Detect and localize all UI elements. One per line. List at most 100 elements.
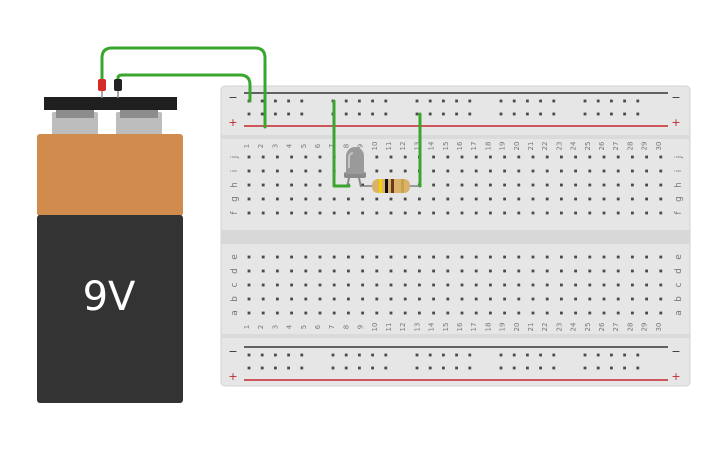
row-label: g: [230, 196, 240, 202]
breadboard-hole: [460, 169, 464, 173]
battery-body: [37, 215, 183, 403]
breadboard-hole: [332, 211, 336, 215]
breadboard-hole: [631, 211, 634, 215]
breadboard-hole: [659, 311, 663, 315]
breadboard-hole: [361, 311, 364, 315]
breadboard-hole: [503, 197, 506, 201]
breadboard-hole: [531, 197, 535, 201]
breadboard-hole: [552, 99, 556, 103]
breadboard-hole: [539, 99, 542, 103]
breadboard-hole: [545, 269, 549, 273]
breadboard-hole: [623, 99, 626, 103]
breadboard-hole: [276, 269, 279, 273]
breadboard-hole: [474, 269, 478, 273]
breadboard-hole: [588, 297, 592, 301]
column-number: 1: [243, 325, 251, 329]
battery-terminal-right-ring: [120, 110, 158, 118]
breadboard-hole: [375, 297, 379, 301]
wires: [100, 46, 422, 188]
breadboard-hole: [418, 311, 421, 315]
breadboard-hole: [247, 255, 251, 259]
breadboard-hole: [583, 366, 587, 370]
breadboard-hole: [468, 112, 472, 116]
breadboard-hole: [446, 155, 450, 159]
row-label: b: [674, 296, 684, 302]
breadboard-hole: [276, 169, 279, 173]
breadboard-hole: [304, 269, 308, 273]
breadboard-hole: [361, 255, 364, 259]
breadboard-hole: [474, 155, 478, 159]
breadboard-hole: [503, 269, 506, 273]
breadboard-hole: [474, 255, 478, 259]
breadboard[interactable]: −−++−−++11223344556677889910101111121213…: [220, 85, 691, 387]
breadboard-hole: [403, 169, 407, 173]
wire-battery-negative[interactable]: [116, 73, 252, 103]
breadboard-hole: [560, 255, 563, 259]
breadboard-hole: [460, 269, 464, 273]
breadboard-hole: [274, 99, 277, 103]
breadboard-hole: [361, 183, 364, 187]
breadboard-hole: [318, 269, 322, 273]
breadboard-hole: [304, 311, 308, 315]
column-number: 5: [300, 325, 308, 329]
column-number: 2: [257, 144, 265, 148]
breadboard-hole: [499, 112, 503, 116]
breadboard-hole: [375, 269, 379, 273]
breadboard-hole: [318, 297, 322, 301]
breadboard-hole: [645, 297, 648, 301]
breadboard-hole: [344, 366, 348, 370]
column-number: 20: [513, 323, 521, 332]
breadboard-hole: [389, 255, 393, 259]
breadboard-hole: [503, 211, 506, 215]
led[interactable]: [344, 147, 366, 188]
wire-battery-positive[interactable]: [100, 46, 267, 129]
breadboard-hole: [276, 311, 279, 315]
breadboard-hole: [531, 183, 535, 187]
breadboard-hole: [539, 366, 542, 370]
breadboard-hole: [588, 269, 592, 273]
breadboard-hole: [659, 183, 663, 187]
breadboard-hole: [588, 183, 592, 187]
breadboard-hole: [552, 112, 556, 116]
column-number: 9: [357, 144, 365, 148]
row-label: b: [230, 296, 240, 302]
breadboard-hole: [574, 169, 577, 173]
column-number: 14: [428, 141, 436, 150]
breadboard-hole: [474, 197, 478, 201]
breadboard-hole: [474, 211, 478, 215]
breadboard-hole: [261, 311, 265, 315]
rail-sign-plus: +: [671, 116, 680, 129]
breadboard-hole: [602, 297, 606, 301]
wire-rail-to-led[interactable]: [332, 99, 351, 188]
breadboard-hole: [331, 366, 335, 370]
breadboard-hole: [290, 183, 293, 187]
resistor-band-4: [401, 179, 404, 193]
breadboard-hole: [499, 366, 503, 370]
column-number: 13: [413, 142, 421, 151]
breadboard-hole: [290, 197, 293, 201]
breadboard-hole: [531, 269, 535, 273]
breadboard-hole: [247, 269, 251, 273]
breadboard-hole: [428, 353, 432, 357]
battery-top: [37, 134, 183, 216]
breadboard-hole: [403, 155, 407, 159]
breadboard-hole: [304, 155, 308, 159]
battery-label: 9V: [83, 274, 136, 320]
column-number: 29: [641, 323, 649, 332]
breadboard-hole: [460, 197, 464, 201]
breadboard-hole: [659, 297, 663, 301]
breadboard-hole: [361, 269, 364, 273]
breadboard-hole: [247, 311, 251, 315]
breadboard-hole: [455, 353, 458, 357]
column-number: 6: [314, 324, 322, 329]
breadboard-hole: [432, 183, 435, 187]
breadboard-hole: [347, 311, 350, 315]
breadboard-hole: [347, 283, 350, 287]
breadboard-hole: [428, 99, 432, 103]
breadboard-hole: [389, 311, 393, 315]
resistor[interactable]: [364, 179, 420, 193]
probe-red: [98, 79, 106, 91]
battery-9v[interactable]: 9V: [37, 97, 183, 403]
row-label: j: [230, 156, 240, 160]
